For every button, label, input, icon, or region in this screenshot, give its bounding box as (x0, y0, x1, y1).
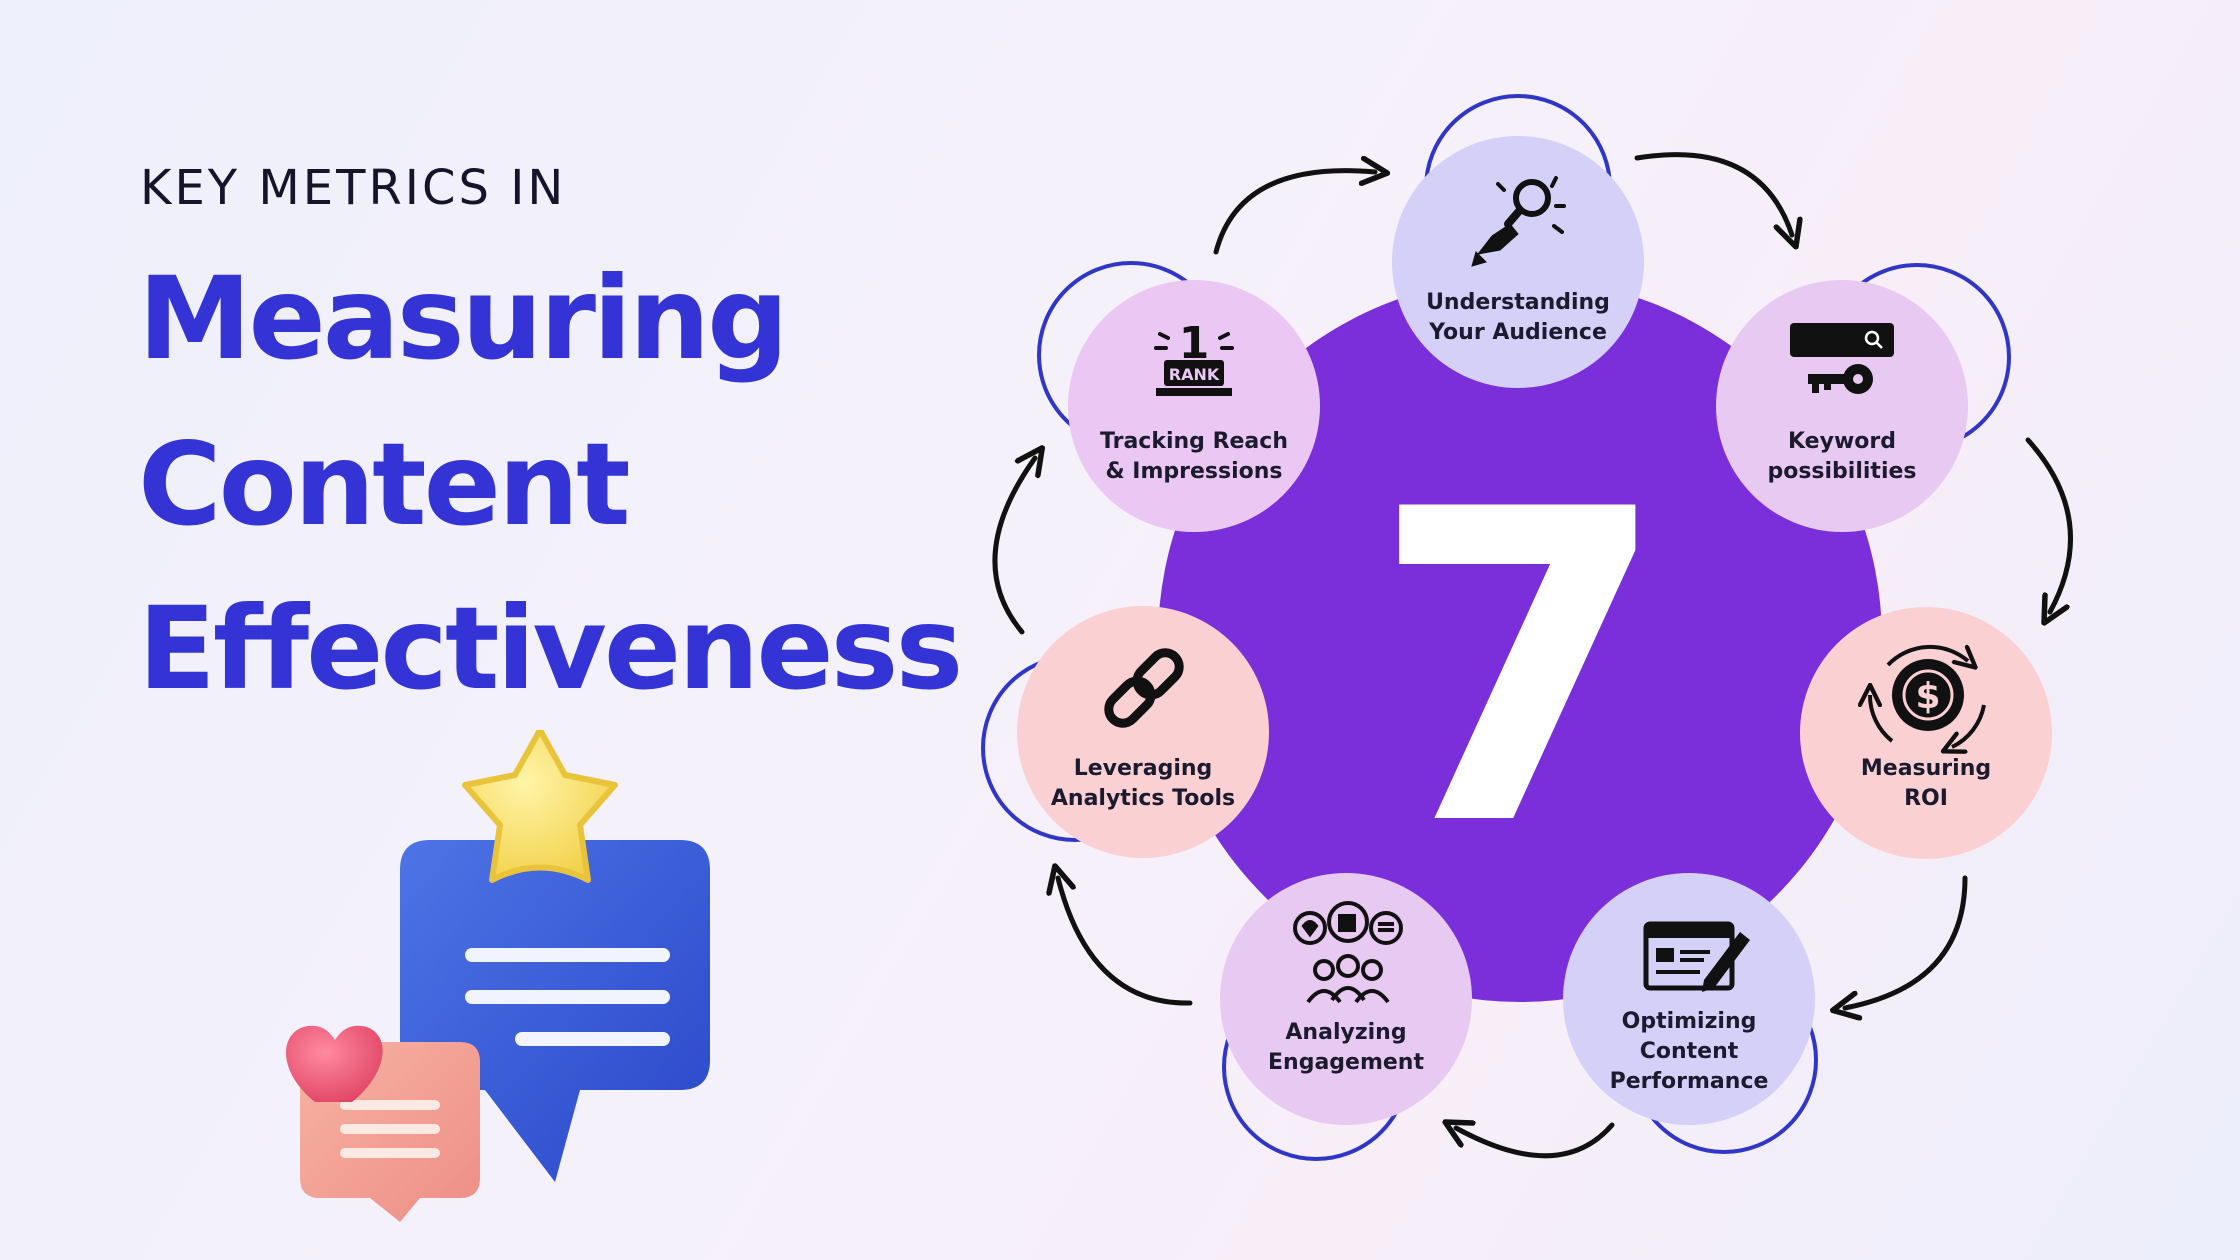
cycle-arrows (992, 152, 2073, 1159)
arrow-4-to-5 (1456, 1125, 1615, 1159)
kicker-text: KEY METRICS IN (140, 160, 567, 216)
rank-trophy-icon: 1 RANK (1154, 318, 1234, 396)
arrow-2-to-3 (2025, 437, 2073, 612)
arrow-1-to-2 (1634, 152, 1792, 235)
arrow-6-to-7 (992, 458, 1035, 635)
arrow-3-to-4 (1845, 875, 1968, 1008)
node-circle-3 (1800, 607, 2052, 859)
node-label-7: Tracking Reach& Impressions (1100, 429, 1288, 484)
node-circle-2 (1716, 280, 1968, 532)
link-icon (1104, 648, 1184, 728)
node-circle-6 (1017, 606, 1269, 858)
center-number: 7 (1370, 420, 1670, 920)
magnifier-hand-icon (1471, 176, 1566, 267)
star-icon (462, 730, 618, 883)
dollar-cycle-icon: $ (1870, 647, 1986, 747)
node-circle-1 (1392, 136, 1644, 388)
arrow-7-to-1 (1213, 171, 1375, 255)
title-line-3: Effectiveness (138, 582, 963, 715)
arrow-5-to-6 (1058, 878, 1193, 1006)
center-circle (1158, 278, 1882, 1002)
editor-icon (1643, 921, 1750, 992)
svg-text:$: $ (1915, 676, 1940, 717)
node-circle-5 (1220, 873, 1472, 1125)
search-key-icon (1790, 323, 1894, 394)
title-line-1: Measuring (138, 252, 789, 385)
title-line-2: Content (138, 418, 631, 551)
node-circle-7 (1068, 280, 1320, 532)
node-circle-4 (1563, 873, 1815, 1125)
engagement-people-icon (1293, 901, 1403, 1004)
svg-text:RANK: RANK (1169, 365, 1220, 384)
heart-icon (285, 1025, 383, 1102)
feedback-bubbles-illustration (285, 730, 710, 1222)
blue-chat-bubble (400, 840, 710, 1182)
